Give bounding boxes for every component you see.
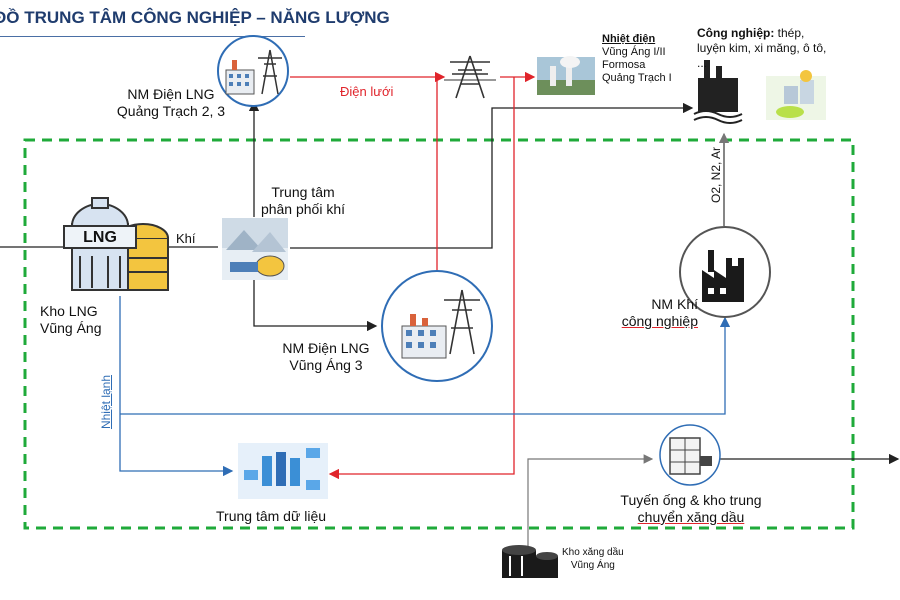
nm-lng-va3-line1: NM Điện LNG: [282, 340, 370, 356]
cong-nghiep-title: Công nghiệp:: [697, 26, 775, 40]
industry-factory-icon: [693, 60, 743, 124]
ttpp-line1: Trung tâm: [271, 184, 335, 200]
tuyen-ong-line1: Tuyến ống & kho trung: [620, 492, 762, 508]
pipeline-storage-icon: [659, 424, 721, 486]
kho-xang-label: Kho xăng dầu Vũng Áng: [562, 546, 624, 572]
nhiet-dien-line2: Formosa: [602, 59, 646, 71]
cong-nghiep-line3: ...: [697, 56, 708, 70]
gas-distribution-center-image: [222, 218, 288, 280]
data-center-label: Trung tâm dữ liệu: [216, 508, 327, 524]
lng-tank-text: LNG: [83, 229, 117, 246]
nm-lng-va3-label: NM Điện LNG Vũng Áng 3: [270, 340, 382, 374]
cold-line-to-datacenter: [119, 296, 234, 477]
gas-line-to-nm-va3: [253, 280, 378, 332]
nhiet-dien-line3: Quảng Trạch I: [602, 72, 672, 84]
kho-xang-line2: Vũng Áng: [570, 560, 615, 571]
data-center-image: [238, 443, 328, 499]
nm-lng-qt-label: NM Điện LNG Quảng Trạch 2, 3: [100, 86, 242, 120]
cong-nghiep-line1: thép,: [774, 26, 805, 40]
nm-lng-qt-line2: Quảng Trạch 2, 3: [116, 103, 226, 119]
khi-edge-label: Khí: [176, 231, 196, 246]
dien-luoi-edge-label: Điện lưới: [340, 84, 394, 99]
fuel-tanks-icon: [502, 545, 558, 578]
kho-xang-line1: Kho xăng dầu: [562, 547, 624, 558]
transmission-tower-icon: [444, 55, 496, 99]
nm-lng-quang-trach-icon: [217, 35, 289, 107]
nm-lng-vung-ang-3-icon: [381, 270, 493, 382]
nm-khi-cong-nghiep-icon: [679, 226, 771, 318]
tuyen-ong-label: Tuyến ống & kho trung chuyển xăng dầu: [608, 492, 774, 526]
nm-khi-label: NM Khí công nghiệp: [610, 296, 698, 330]
tuyen-ong-line2: chuyển xăng dầu: [637, 509, 745, 525]
cong-nghiep-line2: luyện kim, xi măng, ô tô,: [697, 41, 827, 55]
power-line-grid-to-datacenter: [328, 77, 515, 480]
nhiet-lanh-edge-label: Nhiệt lạnh: [99, 374, 113, 430]
ttpp-label: Trung tâm phân phối khí: [250, 184, 356, 218]
gas-line-to-cong-nghiep: [290, 102, 694, 249]
fuel-line-kho-xang-to-tuyen-ong: [527, 454, 654, 548]
industrial-zone-boundary: [23, 138, 855, 530]
nm-lng-qt-line1: NM Điện LNG: [127, 86, 215, 102]
lng-tank-icon: [63, 197, 169, 291]
title-underline: [0, 36, 305, 37]
ttpp-line2: phân phối khí: [260, 201, 346, 217]
industry-illustration-icon: [766, 70, 826, 120]
kho-lng-label-line1: Kho LNG: [40, 303, 98, 319]
nhiet-dien-label: Nhiệt điện Vũng Áng I/II Formosa Quảng T…: [602, 33, 672, 85]
gas-products-edge-label: O2, N2, Ar: [709, 146, 723, 204]
nhiet-dien-title: Nhiệt điện: [602, 33, 656, 45]
thermal-plant-image: [537, 56, 595, 95]
nm-lng-va3-line2: Vũng Áng 3: [289, 357, 363, 373]
nm-khi-line1: NM Khí: [651, 296, 698, 312]
cold-line-to-nm-khi: [120, 316, 731, 415]
cong-nghiep-label: Công nghiệp: thép, luyện kim, xi măng, ô…: [697, 26, 826, 71]
kho-lng-label: Kho LNG Vũng Áng: [40, 303, 102, 337]
nhiet-dien-line1: Vũng Áng I/II: [602, 46, 666, 58]
nm-khi-line2: công nghiệp: [621, 313, 698, 329]
kho-lng-label-line2: Vũng Áng: [40, 320, 102, 336]
diagram-title: ĐỒ TRUNG TÂM CÔNG NGHIỆP – NĂNG LƯỢNG: [0, 8, 390, 27]
